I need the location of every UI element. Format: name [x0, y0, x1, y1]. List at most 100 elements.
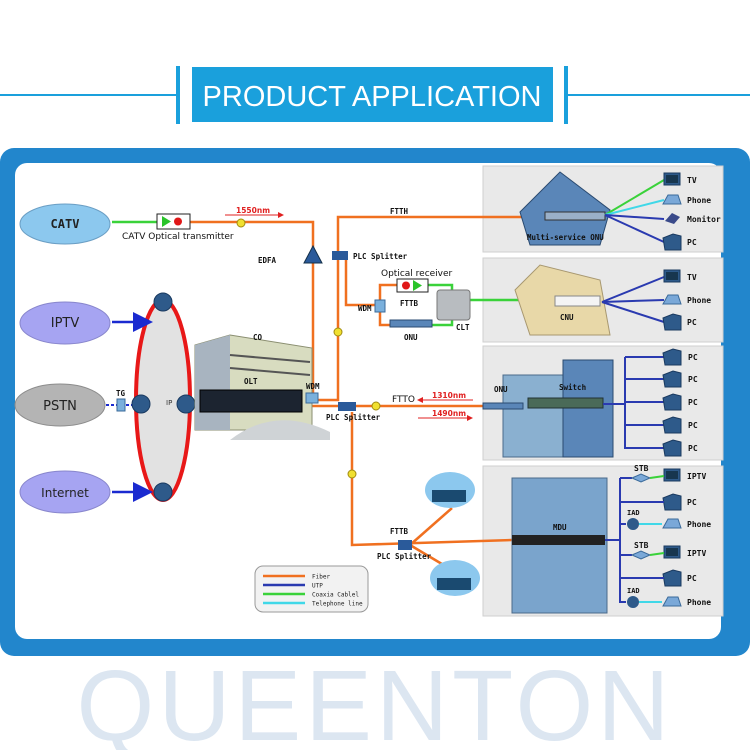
endpoint-label: PC — [687, 238, 697, 247]
pc-icon — [662, 416, 682, 434]
onu-icon — [482, 402, 524, 410]
endpoint-label: IAD — [627, 587, 640, 595]
office-building — [482, 359, 614, 458]
legend-label: UTP — [312, 583, 323, 590]
wdm-label: WDM — [358, 304, 372, 313]
router-icon — [153, 292, 173, 312]
tg-gateway-icon — [116, 398, 126, 412]
watermark: QUEENTON — [77, 650, 674, 750]
cloud-internet: Internet — [19, 470, 111, 514]
plc-splitter-label: PLC Splitter — [326, 413, 381, 422]
optical-receiver-label: Optical receiver — [381, 269, 453, 279]
endpoint-label: PC — [687, 318, 697, 327]
mdu-icon — [512, 535, 605, 545]
catv-transmitter-label: CATV Optical transmitter — [122, 232, 234, 242]
phone-icon — [662, 596, 682, 607]
pc-icon — [662, 348, 682, 366]
clt-label: CLT — [456, 323, 470, 332]
router-icon — [153, 482, 173, 502]
monitor-icon — [665, 213, 680, 224]
fiber-ftth — [316, 215, 545, 402]
routers — [131, 292, 196, 502]
ip-label: IP — [166, 399, 172, 407]
connector-icon — [333, 327, 343, 337]
cable — [601, 301, 665, 323]
ftth-label: FTTH — [390, 207, 409, 216]
tv-icon — [663, 172, 681, 186]
fiber-user-1 — [409, 507, 453, 546]
multi-service-onu-icon — [544, 211, 606, 221]
fiber-catv — [190, 220, 315, 398]
cloud-catv: CATV — [19, 203, 111, 245]
iad-icon — [627, 518, 639, 530]
pc-icon — [662, 439, 682, 457]
ftto-label: FTTO — [392, 395, 415, 405]
connector-icon — [236, 218, 246, 228]
iptv-icon — [663, 545, 681, 559]
endpoint-label: TV — [687, 176, 697, 185]
cable — [601, 299, 665, 303]
endpoint-label: Phone — [687, 598, 711, 607]
pc-icon — [662, 233, 682, 251]
edfa-amplifier-icon — [303, 244, 323, 264]
router-icon — [176, 394, 196, 414]
endpoint-label: PC — [687, 574, 697, 583]
cloud-iptv: IPTV — [19, 301, 111, 345]
olt-chassis-icon — [199, 389, 303, 413]
router-icon — [131, 394, 151, 414]
wavelength-1550-label: 1550nm — [236, 206, 270, 215]
legend-label: Fiber — [312, 574, 330, 581]
endpoint-label: PC — [688, 353, 698, 362]
wdm-icon — [374, 299, 386, 313]
cloud-label: CATV — [51, 217, 80, 231]
connector-icon — [347, 469, 357, 479]
header-bar-left — [176, 66, 180, 124]
endpoint-devices: TVPhoneMonitorPCTVPhonePCPCPCPCPCPCIPTVP… — [601, 172, 721, 608]
house-ftth — [519, 171, 611, 246]
tv-icon — [663, 269, 681, 283]
wdm-icon — [305, 392, 319, 404]
pc-icon — [662, 370, 682, 388]
remote-user-icon — [425, 472, 475, 508]
cable — [649, 552, 665, 556]
endpoint-label: TV — [687, 273, 697, 282]
page-title: PRODUCT APPLICATION — [203, 81, 542, 113]
legend-label: Telephone line — [312, 601, 363, 608]
fttb-label: FTTB — [400, 299, 419, 308]
iptv-icon — [663, 468, 681, 482]
endpoint-label: PC — [688, 375, 698, 384]
pc-icon — [662, 569, 682, 587]
header-banner: PRODUCT APPLICATION — [0, 66, 750, 124]
fiber-mdu — [350, 412, 513, 547]
header-box — [192, 67, 553, 122]
cnu-label: CNU — [560, 313, 574, 322]
plc-splitter-icon — [398, 540, 412, 550]
fiber-fttb-branch — [344, 255, 378, 307]
wavelength-1490-label: 1490nm — [432, 409, 466, 418]
clt-icon — [436, 289, 471, 321]
onu-label: ONU — [494, 385, 508, 394]
endpoint-label: IPTV — [687, 472, 706, 481]
endpoint-label: STB — [634, 541, 649, 550]
cloud-label: PSTN — [43, 399, 77, 414]
cloud-pstn: PSTN — [14, 383, 106, 427]
cable — [604, 214, 665, 220]
mdu-building — [511, 477, 608, 614]
mdu-label: MDU — [553, 523, 567, 532]
wavelength-1310-label: 1310nm — [432, 391, 466, 400]
endpoint-label: Phone — [687, 296, 711, 305]
phone-icon — [662, 294, 682, 305]
iad-icon — [627, 596, 639, 608]
header-bar-right — [564, 66, 568, 124]
plc-splitter-icon — [332, 251, 348, 260]
endpoint-label: Phone — [687, 196, 711, 205]
connector-icon — [371, 401, 381, 411]
multi-service-onu-label: Multi-service ONU — [527, 233, 604, 242]
house-cnu — [514, 264, 611, 336]
endpoint-label: PC — [687, 498, 697, 507]
endpoint-label: Monitor — [687, 214, 721, 224]
onu-icon — [389, 319, 433, 328]
optical-receiver-icon — [396, 278, 429, 293]
